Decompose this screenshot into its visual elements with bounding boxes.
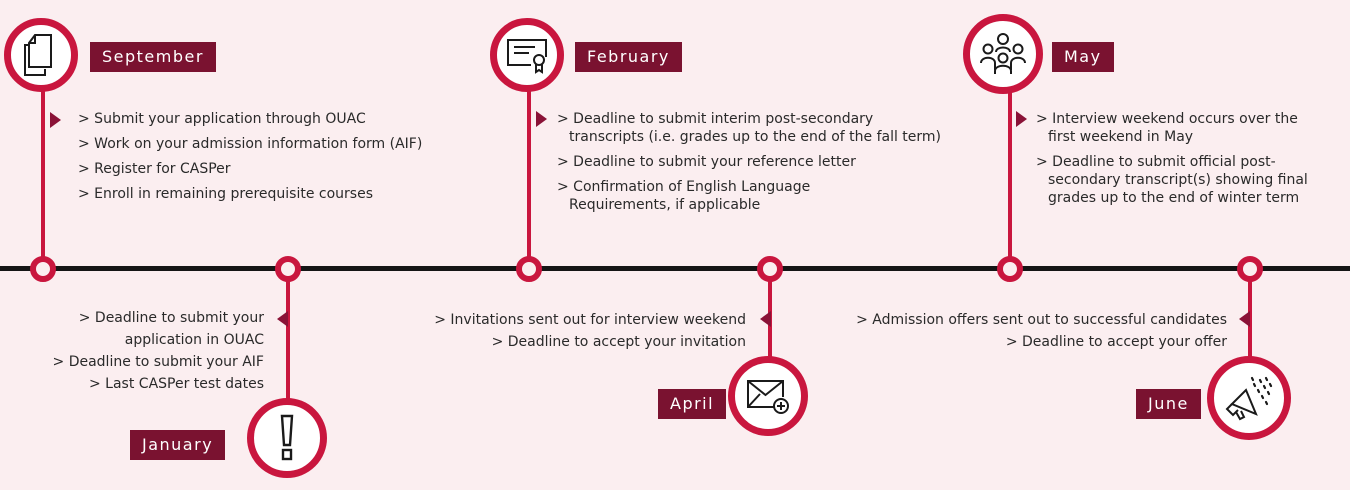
pointer-january <box>277 311 288 327</box>
list-item: > Deadline to submit interim post-second… <box>557 111 874 127</box>
connector-january <box>286 280 290 400</box>
month-label-february: February <box>575 42 682 72</box>
pointer-june <box>1239 311 1250 327</box>
exclamation-icon <box>280 414 294 461</box>
list-item: > Work on your admission information for… <box>78 136 423 152</box>
node-september <box>30 256 56 282</box>
connector-may <box>1008 80 1012 268</box>
group-icon <box>980 33 1026 74</box>
list-item: > Deadline to submit your AIF <box>52 354 264 370</box>
list-item: > Invitations sent out for interview wee… <box>434 312 746 328</box>
pointer-april <box>760 311 771 327</box>
icon-circle-june <box>1207 356 1291 440</box>
month-label-april: April <box>658 389 727 419</box>
list-item: secondary transcript(s) showing final <box>1048 172 1308 188</box>
list-item: > Confirmation of English Language <box>557 179 811 195</box>
documents-icon <box>24 34 52 76</box>
pointer-february <box>536 111 547 127</box>
list-item: transcripts (i.e. grades up to the end o… <box>569 129 942 145</box>
node-june <box>1237 256 1263 282</box>
list-february: > Deadline to submit interim post-second… <box>557 110 941 221</box>
list-item: application in OUAC <box>124 332 264 348</box>
node-april <box>757 256 783 282</box>
connector-february <box>527 80 531 268</box>
list-september: > Submit your application through OUAC >… <box>78 110 422 210</box>
month-label-may: May <box>1052 42 1114 72</box>
list-item: > Interview weekend occurs over the <box>1036 111 1298 127</box>
list-item: > Submit your application through OUAC <box>78 111 366 127</box>
pointer-may <box>1016 111 1027 127</box>
list-january: > Deadline to submit your application in… <box>40 309 264 397</box>
pointer-september <box>50 112 61 128</box>
month-label-january: January <box>130 430 226 460</box>
list-item: > Deadline to submit official post- <box>1036 154 1276 170</box>
list-may: > Interview weekend occurs over the firs… <box>1036 110 1308 214</box>
list-item: > Deadline to accept your offer <box>1005 334 1227 350</box>
list-item: > Admission offers sent out to successfu… <box>856 312 1227 328</box>
megaphone-icon <box>1225 376 1273 421</box>
list-june: > Admission offers sent out to successfu… <box>800 311 1227 355</box>
list-item: > Enroll in remaining prerequisite cours… <box>78 186 373 202</box>
timeline-axis <box>0 266 1350 271</box>
icon-circle-february <box>490 18 564 92</box>
icon-circle-april <box>728 356 808 436</box>
icon-circle-september <box>4 18 78 92</box>
list-item: > Deadline to submit your reference lett… <box>557 154 856 170</box>
node-february <box>516 256 542 282</box>
connector-june <box>1248 280 1252 360</box>
list-april: > Invitations sent out for interview wee… <box>380 311 746 355</box>
list-item: > Last CASPer test dates <box>89 376 264 392</box>
connector-september <box>41 80 45 268</box>
certificate-icon <box>507 39 547 74</box>
node-january <box>275 256 301 282</box>
list-item: grades up to the end of winter term <box>1048 190 1300 206</box>
month-label-september: September <box>90 42 216 72</box>
icon-circle-january <box>247 398 327 478</box>
month-label-june: June <box>1136 389 1201 419</box>
list-item: > Register for CASPer <box>78 161 231 177</box>
list-item: first weekend in May <box>1048 129 1194 145</box>
node-may <box>997 256 1023 282</box>
icon-circle-may <box>963 14 1043 94</box>
list-item: > Deadline to accept your invitation <box>491 334 746 350</box>
list-item: > Deadline to submit your <box>78 310 264 326</box>
list-item: Requirements, if applicable <box>569 197 761 213</box>
envelope-icon <box>747 380 789 414</box>
